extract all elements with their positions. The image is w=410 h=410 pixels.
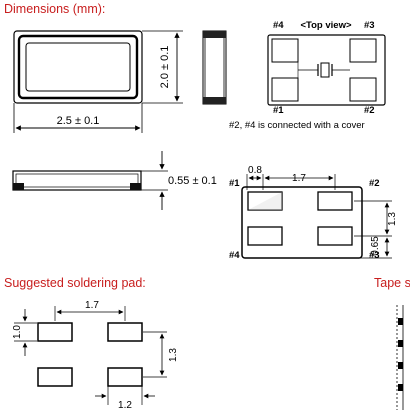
top-view-label: <Top view> <box>300 20 351 31</box>
bottom-view-package <box>241 186 363 259</box>
soldering-pad-dimensions: 1.7 1.0 1.3 1.2 <box>12 300 179 410</box>
package-thickness-view: 0.55 ± 0.1 <box>12 151 217 210</box>
package-width-label: 2.5 ± 0.1 <box>57 115 100 127</box>
bottom-pin-3: #3 <box>369 250 380 261</box>
bottom-pin-4: #4 <box>229 250 240 261</box>
soldering-heading: Suggested soldering pad: <box>4 276 146 290</box>
top-view-package <box>267 34 386 106</box>
pad-pitch-y-label: 1.3 <box>168 348 179 362</box>
pad-pitch-x-label: 1.7 <box>85 300 99 311</box>
dimensions-heading: Dimensions (mm): <box>4 2 105 16</box>
pad-height-label: 1.0 <box>12 325 23 339</box>
package-side-view <box>202 30 227 105</box>
tape-reel-fragment <box>396 305 404 410</box>
package-top-outline <box>13 30 143 104</box>
soldering-pad-layout <box>37 322 143 387</box>
tape-heading: Tape s <box>374 276 410 290</box>
top-pin-2: #2 <box>364 105 375 116</box>
bottom-pin-1: #1 <box>229 178 240 189</box>
package-width-dimension: 2.5 ± 0.1 <box>13 103 143 133</box>
bottom-pin-2: #2 <box>369 178 380 189</box>
top-pin-4: #4 <box>273 20 284 31</box>
bottom-pad-size-label: 0.65 <box>370 236 381 256</box>
bottom-view-dimensions: 0.8 1.7 1.3 0.65 <box>246 165 398 259</box>
top-pin-1: #1 <box>273 105 284 116</box>
package-thickness-label: 0.55 ± 0.1 <box>168 175 217 187</box>
top-pin-3: #3 <box>364 20 375 31</box>
cover-note: #2, #4 is connected with a cover <box>229 120 365 131</box>
package-height-label: 2.0 ± 0.1 <box>159 46 171 89</box>
bottom-pad-offset-label: 0.8 <box>248 165 262 176</box>
package-height-dimension: 2.0 ± 0.1 <box>142 30 183 104</box>
crystal-symbol-icon <box>297 62 350 78</box>
pad-width-label: 1.2 <box>118 400 132 410</box>
bottom-pad-pitch-x-label: 1.7 <box>292 173 306 184</box>
bottom-pad-pitch-y-label: 1.3 <box>387 212 398 226</box>
